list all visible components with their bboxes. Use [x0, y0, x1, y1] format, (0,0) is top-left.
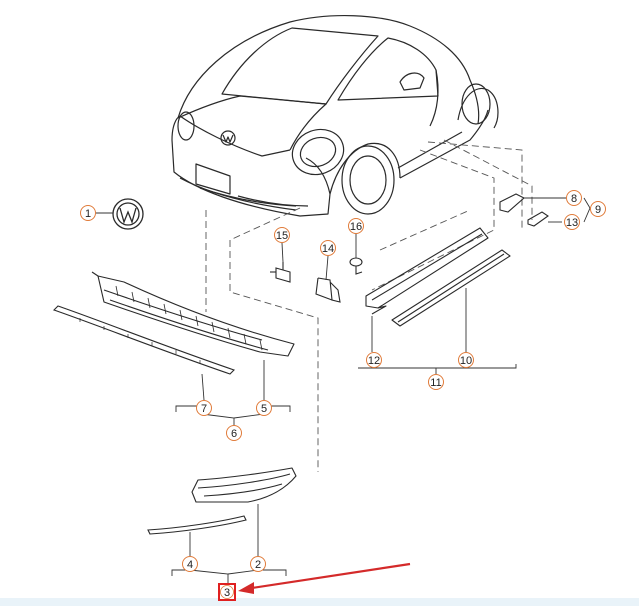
svg-text:2: 2	[255, 559, 261, 571]
svg-text:15: 15	[276, 230, 288, 242]
callouts: 1 15 14 16 8 13 9 12	[80, 190, 606, 601]
callout-9[interactable]: 9	[590, 201, 606, 217]
svg-text:11: 11	[430, 377, 441, 389]
callout-13[interactable]: 13	[564, 214, 580, 230]
part-cap-8	[499, 193, 525, 213]
part-trim-strip-lower	[147, 515, 247, 535]
callout-2[interactable]: 2	[250, 556, 266, 572]
svg-text:13: 13	[566, 217, 578, 229]
svg-text:8: 8	[571, 193, 577, 205]
svg-text:6: 6	[231, 428, 237, 440]
svg-text:5: 5	[261, 403, 267, 415]
car-body	[171, 15, 499, 217]
callout-11[interactable]: 11	[428, 374, 444, 390]
svg-text:14: 14	[322, 243, 334, 255]
svg-text:16: 16	[350, 221, 362, 233]
part-bracket-14	[315, 277, 341, 303]
part-cap-13	[527, 211, 549, 227]
part-screw-16	[349, 257, 363, 275]
svg-text:12: 12	[368, 355, 380, 367]
part-lower-grille	[91, 271, 295, 357]
callout-15[interactable]: 15	[274, 227, 290, 243]
callout-4[interactable]: 4	[182, 556, 198, 572]
arrow-head-icon	[238, 582, 254, 594]
part-trim-strip-upper	[52, 305, 236, 375]
part-sill-trim	[391, 249, 511, 327]
callout-3-highlighted[interactable]: 3	[218, 583, 236, 601]
callout-16[interactable]: 16	[348, 218, 364, 234]
svg-text:1: 1	[85, 208, 91, 220]
callout-6[interactable]: 6	[226, 425, 242, 441]
leader-lines	[96, 197, 591, 584]
svg-text:9: 9	[595, 204, 601, 216]
callout-5[interactable]: 5	[256, 400, 272, 416]
callout-12[interactable]: 12	[366, 352, 382, 368]
callout-8[interactable]: 8	[566, 190, 582, 206]
bottom-band	[0, 598, 639, 606]
callout-7[interactable]: 7	[196, 400, 212, 416]
part-sill-panel	[365, 227, 489, 315]
part-clip-15	[270, 262, 291, 283]
callout-14[interactable]: 14	[320, 240, 336, 256]
svg-text:4: 4	[187, 559, 193, 571]
callout-10[interactable]: 10	[458, 352, 474, 368]
svg-text:3: 3	[224, 587, 230, 599]
part-vw-emblem	[112, 198, 144, 230]
part-fog-frame	[191, 467, 297, 503]
callout-1[interactable]: 1	[80, 205, 96, 221]
svg-text:7: 7	[201, 403, 207, 415]
pointer-arrow	[238, 562, 411, 594]
assembly-lines	[205, 139, 533, 472]
svg-text:10: 10	[460, 355, 472, 367]
